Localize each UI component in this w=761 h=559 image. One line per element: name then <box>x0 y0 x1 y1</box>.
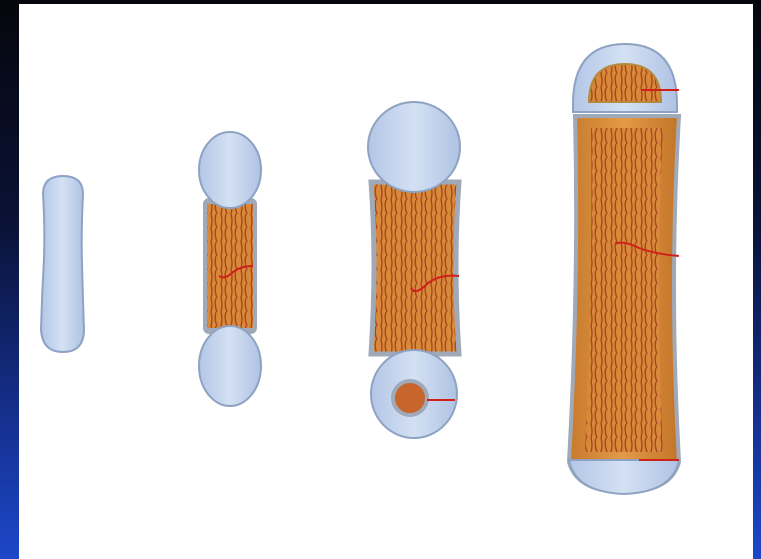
diagram-panel <box>19 4 753 559</box>
stage-secondary-ossification <box>368 102 460 438</box>
distal-cartilage-epiphysis <box>199 326 261 406</box>
proximal-cartilage-epiphysis <box>368 102 460 192</box>
bone-development-diagram <box>19 4 753 559</box>
medullary-spongy-bone <box>585 128 663 452</box>
proximal-cartilage-epiphysis <box>199 132 261 208</box>
secondary-ossification-center <box>393 381 427 415</box>
cartilage-model-shape <box>41 176 84 352</box>
distal-epiphysis <box>569 460 679 494</box>
stage-primary-ossification <box>199 132 261 406</box>
diaphysis <box>371 182 459 354</box>
stage-cartilage-model <box>41 176 84 352</box>
stage-mature-long-bone <box>569 44 679 494</box>
